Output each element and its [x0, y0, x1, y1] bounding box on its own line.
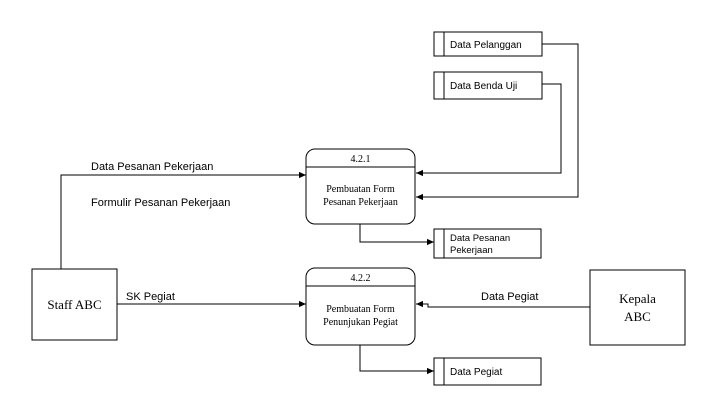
- process-name-line1: Pembuatan Form: [326, 304, 395, 315]
- entity-staff-abc: Staff ABC: [31, 268, 118, 341]
- flow-label-data-pegiat: Data Pegiat: [481, 291, 538, 303]
- store-label: Data Benda Uji: [450, 81, 517, 92]
- flow-label-data-pesanan-pekerjaan: Data Pesanan Pekerjaan: [91, 161, 213, 173]
- process-name-line2: Pesanan Pekerjaan: [323, 197, 398, 208]
- store-data-pesanan-pekerjaan: Data Pesanan Pekerjaan: [433, 228, 542, 259]
- process-shape: [305, 267, 416, 346]
- store-label: Data Pegiat: [450, 367, 502, 378]
- flow-line-data-pegiat: [416, 300, 590, 308]
- store-data-benda-uji: Data Benda Uji: [433, 71, 543, 100]
- flow-line-data-pelanggan: [416, 43, 579, 201]
- process-4-2-2: 4.2.2 Pembuatan Form Penunjukan Pegiat: [305, 267, 416, 346]
- flow-line-data-pesanan-pekerjaan: [60, 171, 306, 269]
- store-data-pelanggan: Data Pelanggan: [433, 31, 543, 57]
- flow-label-sk-pegiat: SK Pegiat: [126, 291, 175, 303]
- flow-line-to-data-pesanan-store: [359, 224, 434, 246]
- entity-label-line1: Kepala: [619, 291, 656, 306]
- process-id: 4.2.2: [351, 273, 371, 284]
- store-label-line1: Data Pesanan: [450, 233, 510, 244]
- entity-shape: [31, 268, 118, 341]
- store-label: Data Pelanggan: [450, 40, 522, 51]
- flow-line-to-data-pegiat-store: [359, 345, 434, 375]
- process-4-2-1: 4.2.1 Pembuatan Form Pesanan Pekerjaan: [305, 148, 416, 225]
- process-name-line1: Pembuatan Form: [326, 184, 395, 195]
- store-shape: [433, 31, 543, 57]
- entity-label-line2: ABC: [624, 309, 651, 324]
- flow-line-data-benda-uji: [416, 83, 562, 177]
- store-data-pegiat: Data Pegiat: [433, 357, 542, 386]
- entity-label: Staff ABC: [47, 297, 101, 312]
- process-shape: [305, 148, 416, 225]
- entity-shape: [589, 269, 686, 346]
- entity-kepala-abc: Kepala ABC: [589, 269, 686, 346]
- store-shape: [433, 228, 542, 259]
- process-id: 4.2.1: [351, 154, 371, 165]
- store-label-line2: Pekerjaan: [450, 245, 493, 256]
- flow-label-formulir-pesanan-pekerjaan: Formulir Pesanan Pekerjaan: [91, 197, 230, 209]
- process-name-line2: Penunjukan Pegiat: [323, 317, 398, 328]
- store-shape: [433, 357, 542, 386]
- store-shape: [433, 71, 543, 100]
